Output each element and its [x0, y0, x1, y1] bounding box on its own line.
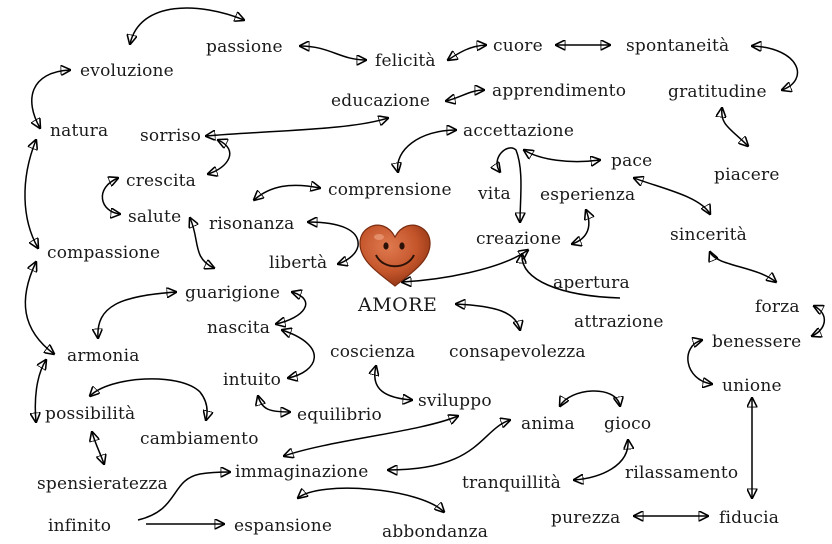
word-educazione: educazione	[331, 91, 431, 111]
arrow-esperienza-creazione	[572, 210, 589, 244]
word-benessere: benessere	[712, 332, 802, 352]
arrow-crescita-salute	[101, 178, 120, 214]
arrow-sorriso-crescita	[208, 140, 231, 174]
arrow-spontaneita-gratitudine	[752, 46, 799, 90]
arrow-anima-gioco	[560, 390, 620, 406]
word-intuito: intuito	[223, 370, 282, 390]
word-vita: vita	[478, 184, 511, 204]
arrow-creazione-attrazione	[522, 254, 621, 299]
arrow-benessere-unione	[687, 340, 712, 384]
word-crescita: crescita	[126, 171, 196, 191]
arrow-pace-sincerita	[634, 178, 710, 214]
arrow-amore-consapevolezza	[456, 304, 520, 330]
arrow-infinito-immaginazione	[137, 472, 230, 521]
word-creazione: creazione	[476, 229, 562, 249]
word-passione: passione	[206, 37, 283, 57]
word-armonia: armonia	[67, 346, 140, 366]
arrow-comprensione-risonanza	[254, 185, 320, 200]
word-esperienza: esperienza	[540, 185, 636, 205]
word-guarigione: guarigione	[185, 283, 281, 303]
word-accettazione: accettazione	[463, 121, 575, 141]
arrow-guarigione-nascita	[276, 292, 307, 324]
word-purezza: purezza	[551, 508, 621, 528]
arrow-espansione-abbondanza	[298, 487, 444, 512]
word-salute: salute	[128, 207, 182, 227]
word-gioco: gioco	[604, 414, 652, 434]
word-cambiamento: cambiamento	[140, 429, 259, 449]
arrow-salute-guarigione	[190, 218, 214, 268]
word-risonanza: risonanza	[209, 214, 295, 234]
arrow-forza-benessere	[812, 306, 825, 336]
word-pace: pace	[611, 151, 653, 171]
word-coscienza: coscienza	[330, 342, 416, 362]
arrow-vita-creazione	[497, 147, 521, 222]
word-attrazione: attrazione	[574, 312, 664, 332]
arrow-coscienza-sviluppo	[375, 366, 412, 400]
arrow-compassione-armonia	[24, 262, 54, 354]
word-anima: anima	[521, 414, 575, 434]
arrow-possibilita-cambiamento	[90, 378, 207, 420]
word-comprensione: comprensione	[328, 180, 452, 200]
word-tranquillita: tranquillità	[462, 473, 561, 493]
word-natura: natura	[50, 121, 109, 141]
word-rilassamento: rilassamento	[625, 463, 739, 483]
word-possibilita: possibilità	[45, 404, 136, 424]
arrow-sorriso-educazione	[206, 118, 388, 136]
arrow-anima-immaginazione	[388, 420, 510, 470]
word-spensieratezza: spensieratezza	[37, 474, 168, 494]
word-unione: unione	[722, 376, 782, 396]
arrow-guarigione-armonia	[98, 292, 176, 338]
arrow-passione-felicita	[300, 46, 366, 60]
arrow-sincerita-forza	[710, 252, 776, 282]
word-fiducia: fiducia	[719, 508, 780, 528]
arrow-nascita-intuito	[282, 330, 315, 378]
arrow-evoluzione-natura	[32, 70, 70, 128]
arrow-intuito-equilibrio	[258, 396, 290, 412]
word-cuore: cuore	[493, 36, 543, 56]
amore-center-label: AMORE	[358, 294, 438, 316]
word-sviluppo: sviluppo	[418, 391, 492, 411]
word-apertura: apertura	[553, 273, 630, 293]
word-gratitudine: gratitudine	[668, 82, 767, 102]
word-equilibrio: equilibrio	[297, 405, 382, 425]
arrow-risonanza-liberta	[308, 222, 359, 264]
word-sincerita: sincerità	[670, 225, 748, 245]
word-compassione: compassione	[47, 243, 161, 263]
arrow-accettazione-pace	[524, 150, 600, 162]
word-consapevolezza: consapevolezza	[449, 342, 586, 362]
arrow-natura-compassione	[24, 140, 38, 248]
word-infinito: infinito	[48, 516, 112, 536]
arrow-educazione-apprendimento	[446, 90, 484, 101]
arrow-gratitudine-piacere	[722, 108, 748, 146]
arrow-gioco-tranquillita	[574, 440, 628, 480]
arrow-accettazione-cuore	[398, 130, 456, 172]
arrow-felicita-cuore	[448, 45, 486, 60]
word-nascita: nascita	[207, 318, 271, 338]
word-immaginazione: immaginazione	[235, 462, 369, 482]
word-liberta: libertà	[269, 253, 328, 273]
word-spontaneita: spontaneità	[626, 36, 730, 56]
word-piacere: piacere	[714, 165, 780, 185]
word-felicita: felicità	[375, 51, 436, 71]
smiling-heart-icon	[359, 224, 431, 287]
arrow-armonia-possibilita	[35, 360, 46, 422]
word-sorriso: sorriso	[140, 126, 202, 146]
word-forza: forza	[755, 297, 800, 317]
word-evoluzione: evoluzione	[80, 61, 174, 81]
arrow-possibilita-spensieratezza	[92, 432, 104, 464]
word-abbondanza: abbondanza	[382, 522, 489, 542]
arrow-passione-evoluzione	[130, 7, 244, 44]
word-espansione: espansione	[234, 516, 333, 536]
word-apprendimento: apprendimento	[492, 81, 627, 101]
